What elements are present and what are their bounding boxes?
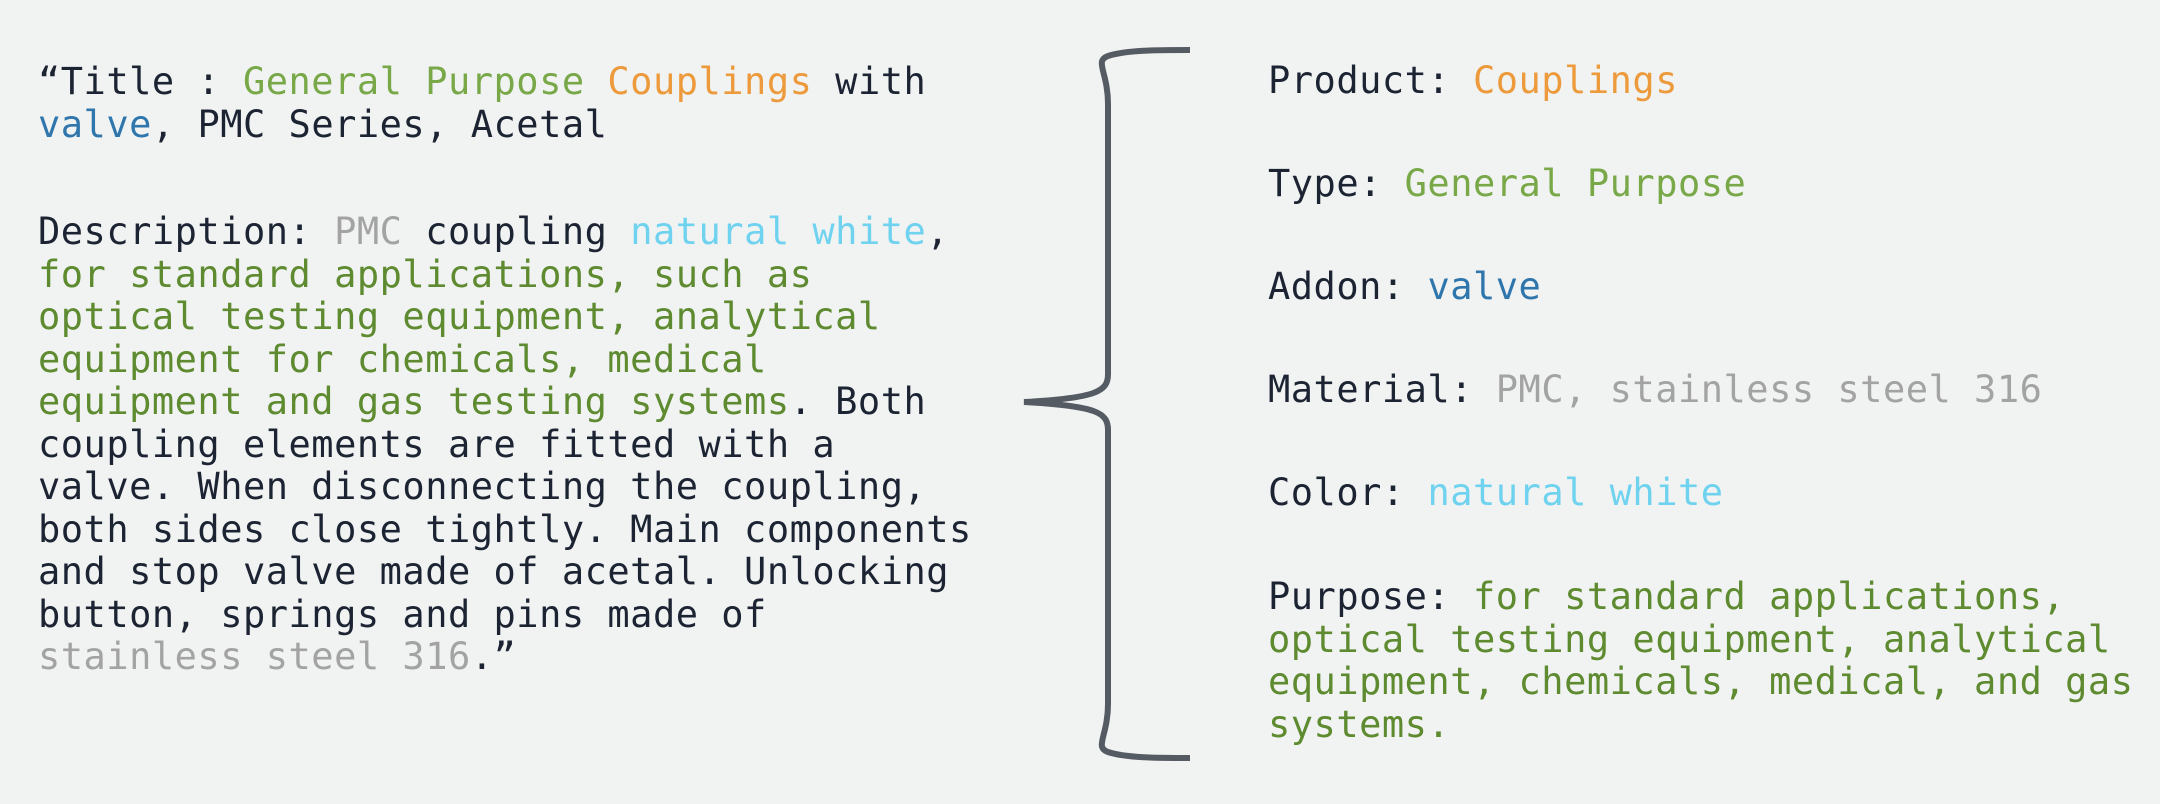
title-line: valve, PMC Series, Acetal xyxy=(38,102,926,147)
description-line: valve. When disconnecting the coupling, xyxy=(38,465,972,509)
attribute-type: Type: General Purpose xyxy=(1268,162,1747,206)
attribute-material: Material: PMC, stainless steel 316 xyxy=(1268,368,2043,412)
attribute-purpose-segment: Purpose: xyxy=(1268,575,1473,618)
attribute-type-segment: General Purpose xyxy=(1404,162,1747,205)
description-segment: PMC xyxy=(334,210,403,253)
attribute-type-line: Type: General Purpose xyxy=(1268,162,1747,206)
description-segment: natural white xyxy=(630,210,927,253)
title-segment: with xyxy=(812,60,927,103)
attribute-purpose-segment: for standard applications, xyxy=(1472,575,2066,618)
description-line: optical testing equipment, analytical xyxy=(38,295,972,339)
attribute-addon: Addon: valve xyxy=(1268,265,1542,309)
description-segment: equipment for chemicals, medical xyxy=(38,337,767,381)
curly-brace-icon xyxy=(1023,47,1191,761)
description-segment: for standard applications, such as xyxy=(38,252,813,296)
description-segment: button, springs and pins made of xyxy=(38,592,767,636)
description-segment: stainless steel 316 xyxy=(38,635,471,678)
description-segment: and stop valve made of acetal. Unlocking xyxy=(38,550,950,593)
description-segment: coupling xyxy=(402,210,631,253)
title-segment: Couplings xyxy=(607,60,813,103)
description-segment: optical testing equipment, analytical xyxy=(38,295,881,338)
attribute-purpose-line: systems. xyxy=(1268,702,2133,747)
attribute-purpose-line: Purpose: for standard applications, xyxy=(1268,575,2133,619)
description-text-block: Description: PMC coupling natural white,… xyxy=(38,210,972,679)
attribute-addon-line: Addon: valve xyxy=(1268,265,1542,309)
description-segment: Description: xyxy=(38,210,335,253)
description-segment: .” xyxy=(470,635,517,678)
description-line: button, springs and pins made of xyxy=(38,592,972,637)
attribute-purpose-segment: optical testing equipment, analytical xyxy=(1268,617,2111,661)
attribute-addon-segment: Addon: xyxy=(1268,265,1428,308)
description-line: for standard applications, such as xyxy=(38,252,972,297)
title-segment: “Title : xyxy=(38,60,243,103)
attribute-color-segment: Color: xyxy=(1268,471,1428,514)
attribute-color-line: Color: natural white xyxy=(1268,471,1724,515)
description-segment: . Both xyxy=(789,380,927,423)
description-line: both sides close tightly. Main component… xyxy=(38,507,972,552)
attribute-purpose-segment: equipment, chemicals, medical, and gas xyxy=(1268,660,2134,703)
title-segment: valve xyxy=(38,102,152,146)
attribute-purpose: Purpose: for standard applications,optic… xyxy=(1268,575,2134,747)
attribute-product-segment: Couplings xyxy=(1472,59,1678,102)
description-segment: , xyxy=(926,210,950,253)
title-segment: General Purpose xyxy=(242,60,585,103)
description-line: coupling elements are fitted with a xyxy=(38,422,972,467)
description-line: and stop valve made of acetal. Unlocking xyxy=(38,550,972,594)
attribute-material-line: Material: PMC, stainless steel 316 xyxy=(1268,368,2043,412)
description-segment: valve. When disconnecting the coupling, xyxy=(38,465,927,508)
title-line: “Title : General Purpose Couplings with xyxy=(38,60,927,104)
attribute-product-line: Product: Couplings xyxy=(1268,59,1678,103)
attribute-addon-segment: valve xyxy=(1427,265,1542,308)
attribute-purpose-segment: systems. xyxy=(1268,702,1451,746)
attribute-product-segment: Product: xyxy=(1268,59,1473,102)
attribute-material-segment: Material: xyxy=(1268,368,1496,411)
attribute-color: Color: natural white xyxy=(1268,471,1724,515)
attribute-type-segment: Type: xyxy=(1268,162,1405,205)
title-segment: , PMC Series, Acetal xyxy=(151,102,608,146)
attribute-material-segment: PMC, stainless steel 316 xyxy=(1495,368,2043,411)
description-line: Description: PMC coupling natural white, xyxy=(38,210,972,254)
description-line: equipment for chemicals, medical xyxy=(38,337,972,382)
description-line: equipment and gas testing systems. Both xyxy=(38,380,972,424)
attribute-product: Product: Couplings xyxy=(1268,59,1678,103)
attribute-purpose-line: equipment, chemicals, medical, and gas xyxy=(1268,660,2134,704)
description-segment: coupling elements are fitted with a xyxy=(38,422,836,466)
attribute-color-segment: natural white xyxy=(1427,471,1724,514)
description-segment: equipment and gas testing systems xyxy=(38,380,790,423)
brace-path xyxy=(1023,47,1191,761)
attribute-purpose-line: optical testing equipment, analytical xyxy=(1268,617,2133,662)
description-segment: both sides close tightly. Main component… xyxy=(38,507,972,551)
description-line: stainless steel 316.” xyxy=(38,635,972,679)
title-segment xyxy=(585,60,608,103)
